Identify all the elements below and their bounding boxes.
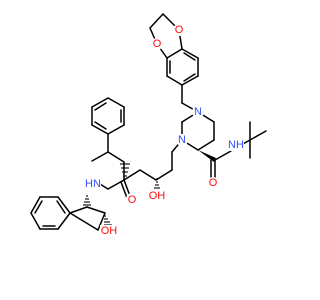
dioxole-oxygen-label-2: O (175, 24, 184, 36)
hydroxyl-oh-label: OH (149, 190, 166, 202)
tbutyl-nh-label: NH (228, 139, 244, 151)
piperazine-n1-label: N (178, 134, 186, 146)
molecule-canvas: O O N N O NH OH O HN OH (30, 13, 267, 237)
piperazine-n4-label: N (194, 106, 202, 118)
atom-labels: O O N N O NH OH O HN OH (85, 24, 244, 237)
amide-hn-label: HN (85, 178, 101, 190)
hydroxy-chain (123, 139, 183, 192)
dioxole-oxygen-label-1: O (153, 38, 162, 50)
carboxamide-oxygen-label: O (209, 177, 218, 189)
phenylethyl-amide (91, 97, 131, 199)
indanol-group (30, 195, 112, 231)
amide-oxygen-label: O (128, 194, 137, 206)
structure-drawing: O O N N O NH OH O HN OH (30, 13, 267, 237)
indanol-ho-label: OH (101, 225, 118, 237)
